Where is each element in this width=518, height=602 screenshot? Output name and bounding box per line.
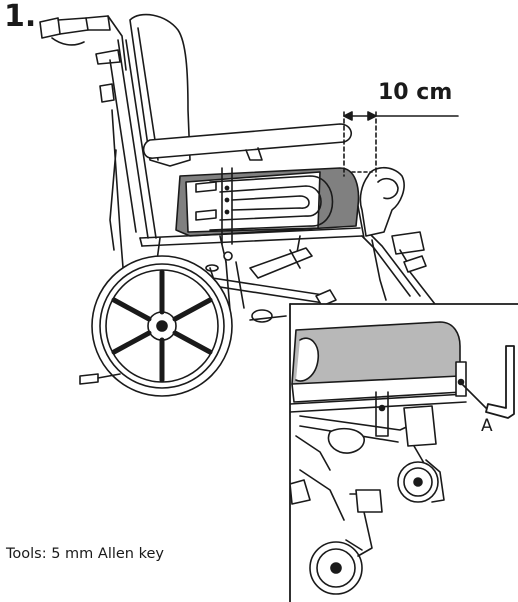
part-label-a: A xyxy=(481,416,493,436)
seat-frame xyxy=(139,205,365,269)
seat-cushion xyxy=(175,167,360,245)
tools-note: Tools: 5 mm Allen key xyxy=(6,546,164,562)
allen-key-icon xyxy=(485,345,515,419)
rear-wheel xyxy=(79,255,233,397)
push-handle xyxy=(39,15,127,103)
backrest-cushion xyxy=(129,13,191,167)
measurement-label: 10 cm xyxy=(378,80,453,105)
footrest-hanger xyxy=(351,166,405,237)
backrest-frame xyxy=(109,39,157,281)
detail-inset xyxy=(289,303,518,602)
step-number: 1. xyxy=(4,0,37,34)
legrest xyxy=(361,231,439,309)
dimension-mark xyxy=(343,111,459,177)
tilt-mechanism xyxy=(159,247,337,323)
